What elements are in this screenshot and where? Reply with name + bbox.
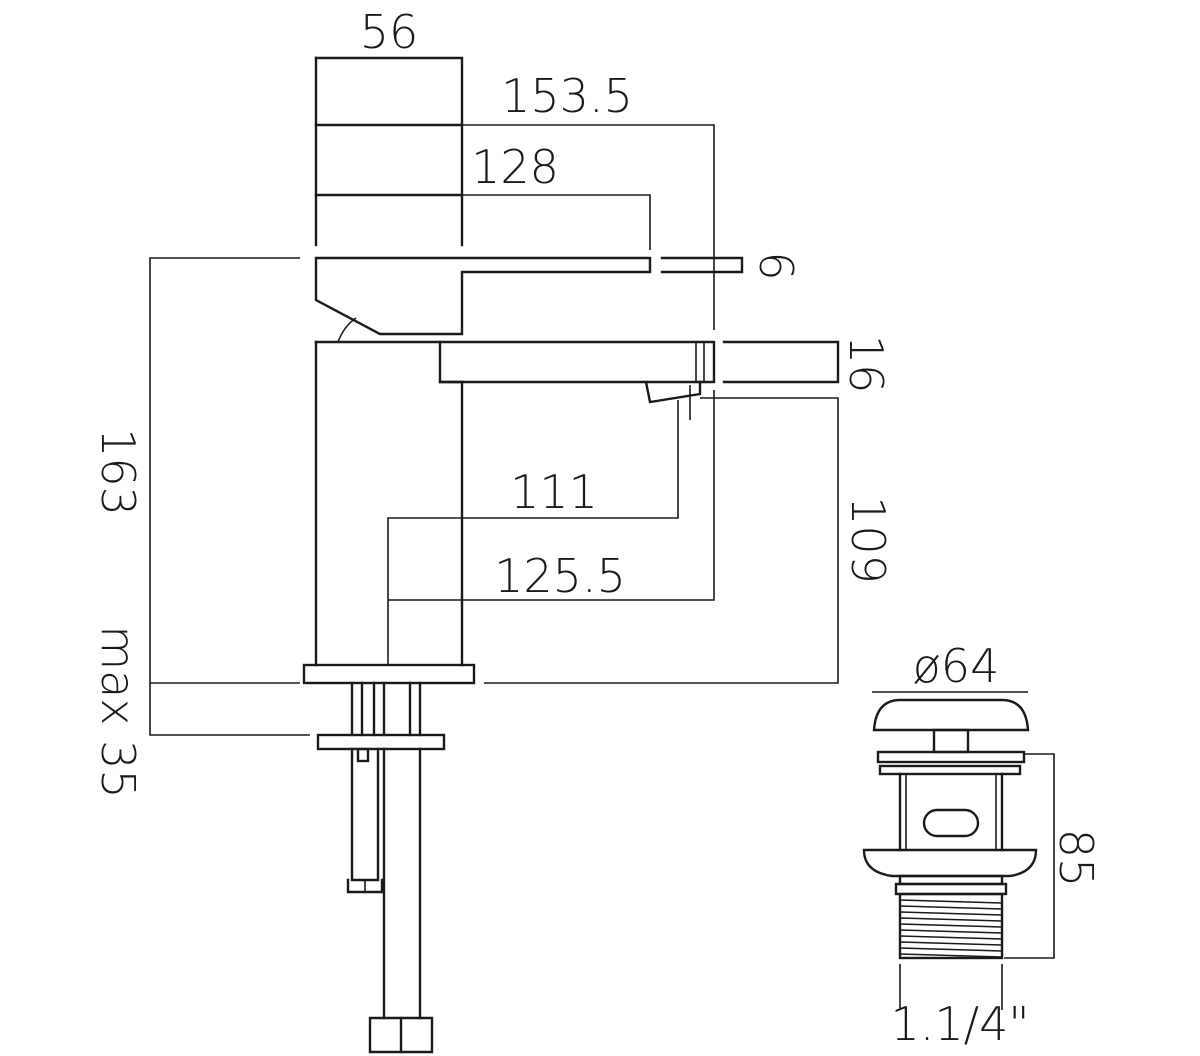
dim-body-width: 56 [360, 5, 419, 59]
dim-spout-reach-total: 153.5 [501, 69, 633, 123]
dim-lever-thickness: 6 [749, 251, 803, 280]
thread-line [899, 953, 1003, 958]
thread-line [899, 923, 1003, 928]
dim-deck-thickness: max 35 [91, 625, 145, 798]
thread-line [899, 935, 1003, 940]
thread-line [899, 947, 1003, 952]
dim-outlet-reach: 111 [510, 465, 598, 519]
dim-lever-reach: 128 [471, 140, 559, 194]
thread-line [899, 905, 1003, 910]
dim-waste-diameter: ø64 [913, 639, 1000, 693]
waste-thread-lines [899, 899, 1003, 958]
dim-spout-thickness: 16 [839, 335, 893, 394]
dimension-lines [149, 124, 839, 736]
dim-waste-thread: 1.1/4" [890, 997, 1029, 1051]
thread-line [899, 917, 1003, 922]
dim-outlet-height: 109 [841, 496, 895, 584]
thread-line [899, 911, 1003, 916]
waste-outline [862, 691, 1038, 960]
tap-outline [302, 56, 840, 1054]
thread-line [899, 929, 1003, 934]
thread-line [899, 899, 1003, 904]
waste-dimension-lines [899, 753, 1055, 1010]
dim-waste-height: 85 [1049, 829, 1103, 888]
dim-height-total: 163 [91, 428, 145, 516]
dim-spout-reach: 125.5 [494, 549, 626, 603]
thread-line [899, 941, 1003, 946]
